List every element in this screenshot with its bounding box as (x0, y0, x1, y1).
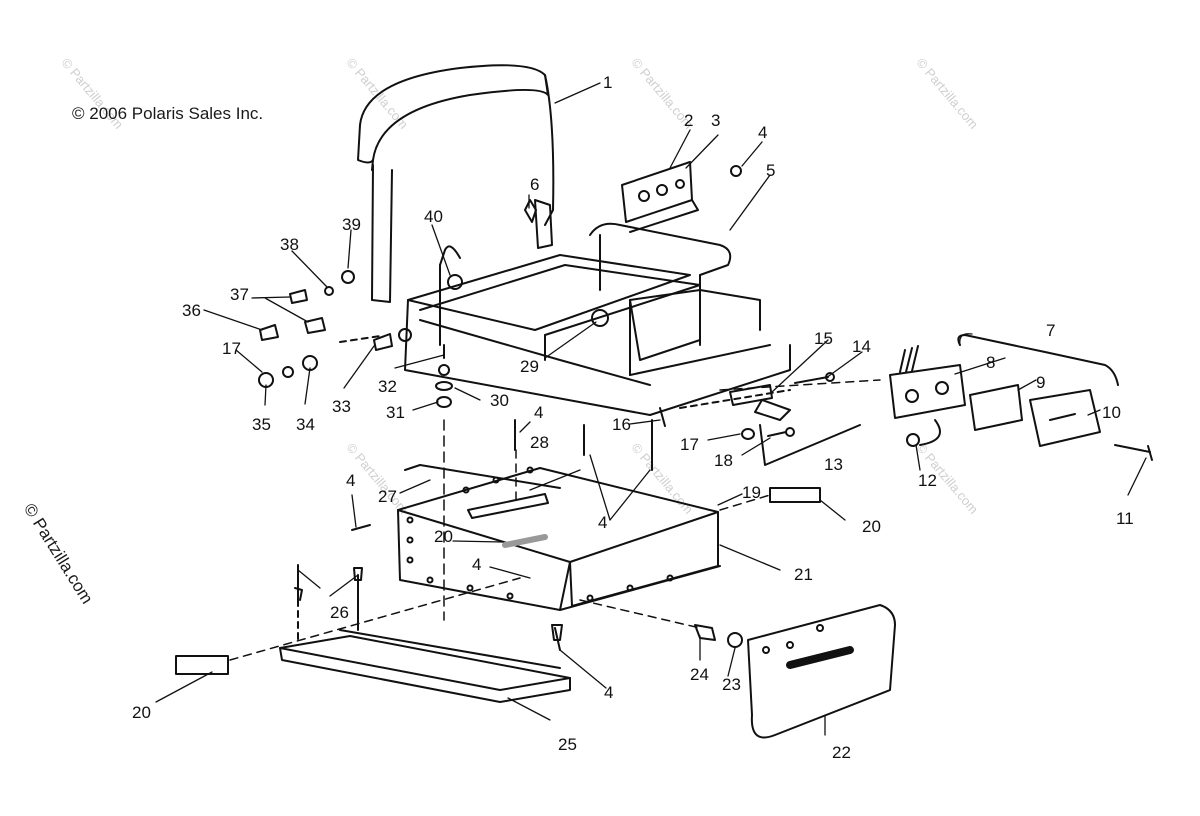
nut-29 (591, 309, 609, 327)
callout-13: 13 (824, 455, 843, 474)
callout-2: 2 (684, 111, 693, 130)
callout-4d: 4 (346, 471, 355, 490)
callout-34: 34 (296, 415, 315, 434)
fastener-24 (694, 624, 716, 641)
callout-19: 19 (742, 483, 761, 502)
callout-20c: 20 (132, 703, 151, 722)
copyright-text: © 2006 Polaris Sales Inc. (72, 104, 264, 123)
callout-35: 35 (252, 415, 271, 434)
rivet-6 (524, 199, 537, 223)
callout-17a: 17 (222, 339, 241, 358)
grommet-40 (447, 274, 463, 290)
mud-flap (747, 604, 896, 739)
callout-28: 28 (530, 433, 549, 452)
callout-4b: 4 (534, 403, 543, 422)
backrest-part (357, 64, 555, 303)
hardware-center (435, 344, 453, 621)
leader-lines (155, 82, 1147, 736)
bracket-plate (621, 161, 699, 233)
alignment-lines (229, 379, 881, 661)
callout-4c: 4 (598, 513, 607, 532)
callout-4: 4 (758, 123, 767, 142)
rails-top (404, 464, 561, 519)
callout-39: 39 (342, 215, 361, 234)
bracket-7 (959, 333, 973, 346)
taillight-assembly (889, 334, 1153, 461)
callout-31: 31 (386, 403, 405, 422)
callout-18: 18 (714, 451, 733, 470)
callout-23: 23 (722, 675, 741, 694)
callout-26: 26 (330, 603, 349, 622)
washer-23 (727, 632, 743, 648)
callout-11: 11 (1116, 509, 1134, 528)
callout-20a: 20 (862, 517, 881, 536)
light-mount-hardware (659, 372, 861, 466)
pad-20-right (769, 487, 821, 503)
callout-5: 5 (766, 161, 775, 180)
callout-7: 7 (1046, 321, 1055, 340)
callout-17b: 17 (680, 435, 699, 454)
callout-36: 36 (182, 301, 201, 320)
callout-24: 24 (690, 665, 709, 684)
rack-frame (404, 222, 791, 416)
callout-12: 12 (918, 471, 937, 490)
pad-20-left (175, 655, 229, 675)
hardware-left (258, 270, 393, 388)
callout-1: 1 (603, 73, 612, 92)
callout-3: 3 (711, 111, 720, 130)
bolt-33 (398, 328, 412, 342)
callout-6: 6 (530, 175, 539, 194)
callout-33: 33 (332, 397, 351, 416)
callout-32: 32 (378, 377, 397, 396)
callout-21: 21 (794, 565, 813, 584)
callout-29: 29 (520, 357, 539, 376)
callout-8: 8 (986, 353, 995, 372)
callout-37: 37 (230, 285, 249, 304)
nut-4-top (730, 165, 742, 177)
callout-4e: 4 (472, 555, 481, 574)
bottom-rails (279, 629, 571, 703)
callout-27: 27 (378, 487, 397, 506)
callout-40: 40 (424, 207, 443, 226)
callout-25: 25 (558, 735, 577, 754)
callout-9: 9 (1036, 373, 1045, 392)
callout-10: 10 (1102, 403, 1121, 422)
callout-20b: 20 (434, 527, 453, 546)
callout-15: 15 (814, 329, 833, 348)
callout-16: 16 (612, 415, 631, 434)
callout-4f: 4 (604, 683, 613, 702)
callout-30: 30 (490, 391, 509, 410)
callout-14: 14 (852, 337, 871, 356)
callout-22: 22 (832, 743, 851, 762)
callout-labels: 1 2 3 4 5 6 7 8 9 10 11 12 13 14 15 16 1… (132, 73, 1134, 762)
callout-38: 38 (280, 235, 299, 254)
